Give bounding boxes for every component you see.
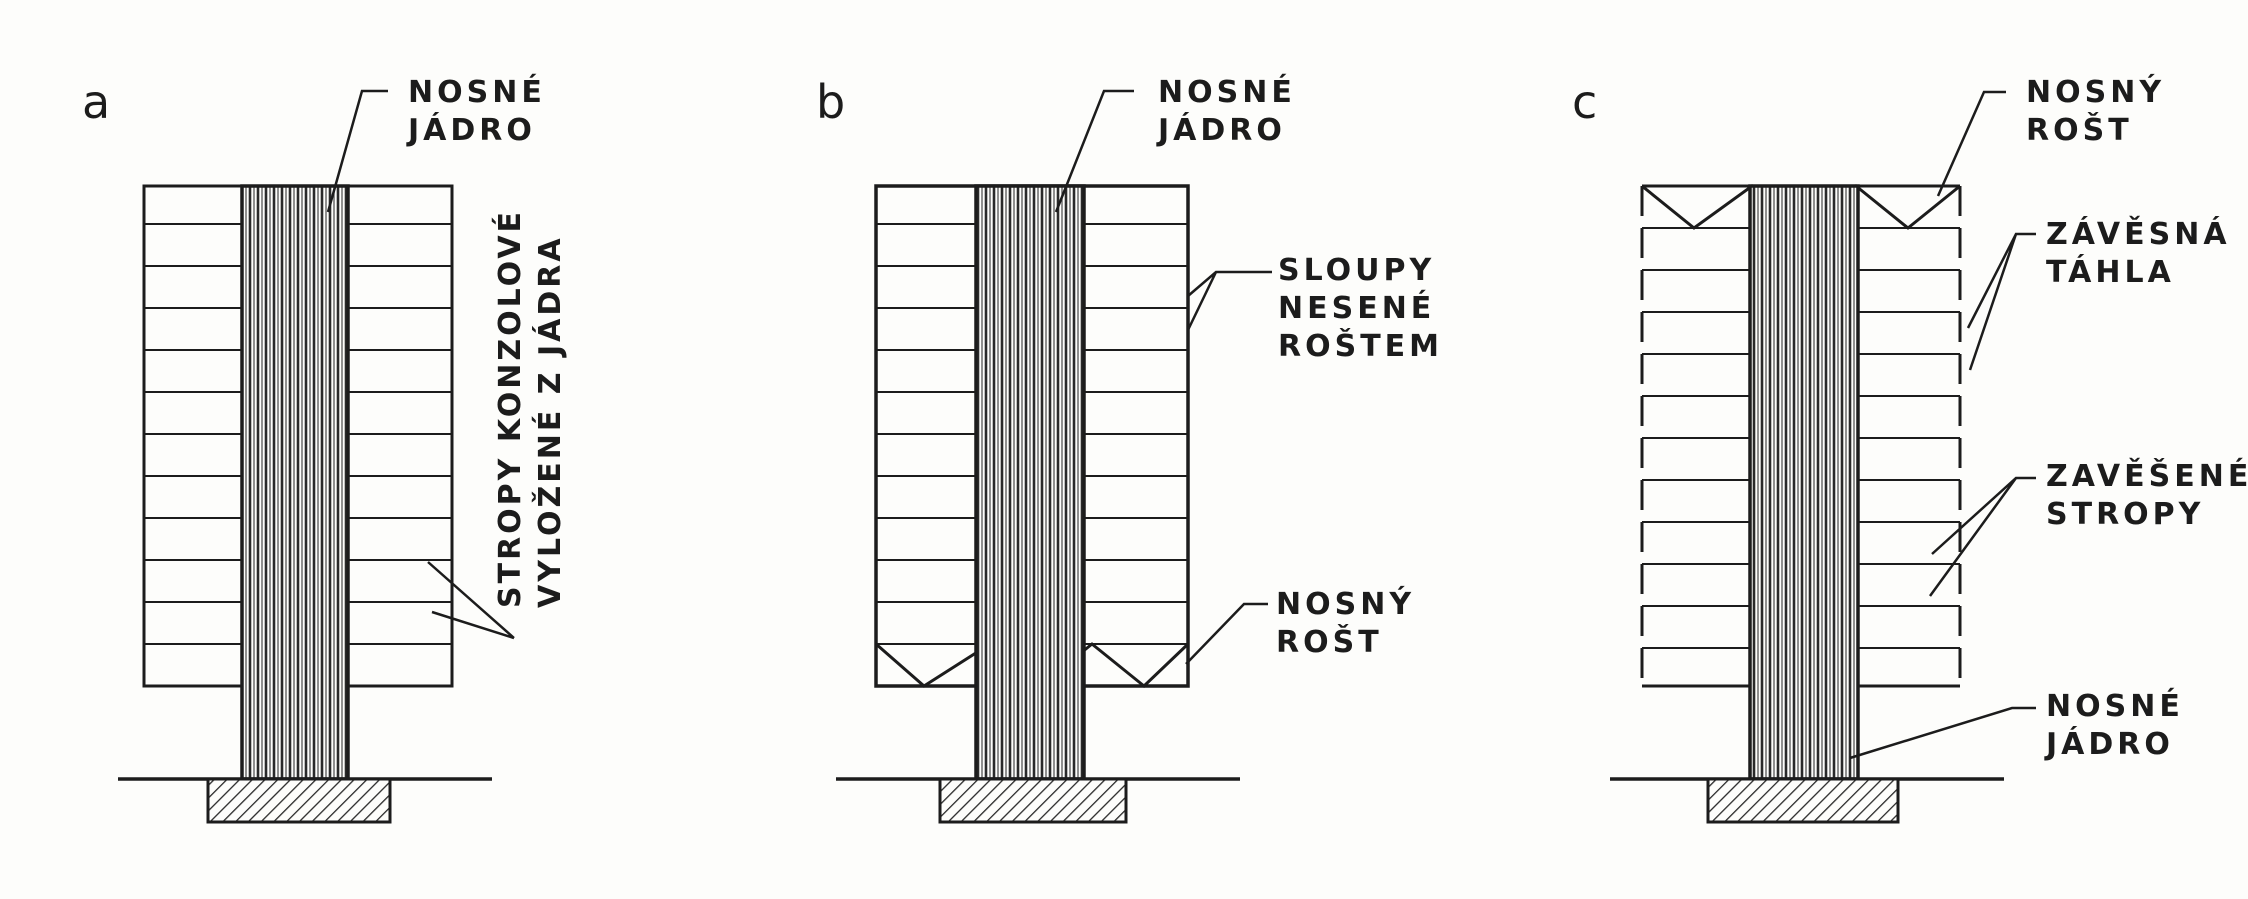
load-bearing-core [974,184,1086,781]
svg-text:ROŠTEM: ROŠTEM [1278,327,1443,364]
label-core: NOSNÉ JÁDRO [1054,74,1296,213]
panel-letter: a [82,75,110,129]
label-suspended-floors: ZAVĚŠENÉ STROPY [1928,457,2248,597]
svg-text:JÁDRO: JÁDRO [406,112,536,148]
svg-text:NOSNÝ: NOSNÝ [2026,73,2165,110]
svg-text:JÁDRO: JÁDRO [2044,726,2174,762]
svg-text:ROŠT: ROŠT [1276,623,1383,660]
panel-b: b NOSNÉ JÁDRO SLOUPY NESENÉ ROŠTEM [816,74,1443,824]
label-grid: NOSNÝ ROŠT [1936,73,2165,197]
panel-a: a NOSNÉ JÁDRO STROPY KONZOLOVÉ VYLOŽENÉ … [82,74,568,824]
svg-text:NOSNÉ: NOSNÉ [408,74,546,110]
svg-text:NOSNÉ: NOSNÉ [2046,688,2184,724]
svg-text:VYLOŽENÉ Z JÁDRA: VYLOŽENÉ Z JÁDRA [532,235,568,608]
label-hangers: ZÁVĚSNÁ TÁHLA [1966,216,2231,371]
load-bearing-core [1748,184,1860,781]
svg-text:ZÁVĚSNÁ: ZÁVĚSNÁ [2046,216,2231,252]
label-core: NOSNÉ JÁDRO [1849,688,2184,762]
svg-text:STROPY KONZOLOVÉ: STROPY KONZOLOVÉ [492,209,528,608]
foundation [836,777,1240,824]
svg-text:TÁHLA: TÁHLA [2046,254,2175,290]
panel-letter: b [816,75,845,129]
svg-text:STROPY: STROPY [2046,497,2204,532]
svg-text:ZAVĚŠENÉ: ZAVĚŠENÉ [2046,457,2248,494]
svg-text:SLOUPY: SLOUPY [1278,253,1435,288]
foundation [1610,777,2004,824]
svg-text:ROŠT: ROŠT [2026,111,2133,148]
panel-c: c NOSNÝ ROŠT ZÁVĚSNÁ [1572,73,2248,824]
svg-text:NESENÉ: NESENÉ [1278,290,1435,326]
svg-text:JÁDRO: JÁDRO [1156,112,1286,148]
label-columns: SLOUPY NESENÉ ROŠTEM [1186,253,1443,364]
svg-text:NOSNÉ: NOSNÉ [1158,74,1296,110]
label-cantilever-floors: STROPY KONZOLOVÉ VYLOŽENÉ Z JÁDRA [427,209,568,640]
label-core: NOSNÉ JÁDRO [326,74,546,213]
svg-text:NOSNÝ: NOSNÝ [1276,585,1415,622]
label-grid: NOSNÝ ROŠT [1185,585,1415,665]
load-bearing-core [240,184,350,781]
panel-letter: c [1572,75,1597,129]
foundation [118,777,492,824]
